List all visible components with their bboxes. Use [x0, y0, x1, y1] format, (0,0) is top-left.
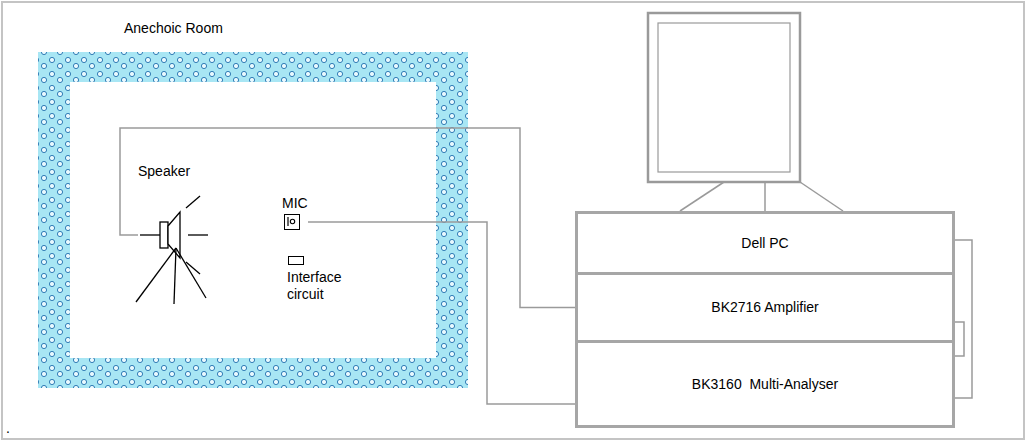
stray-mark: . [6, 420, 10, 437]
microphone-symbol [284, 214, 300, 230]
signal-cable [120, 128, 575, 308]
speaker: Speaker [138, 163, 210, 295]
node-label: BK3160 Multi-Analyser [692, 376, 838, 393]
side-bracket [955, 322, 964, 356]
signal-cable [308, 222, 575, 404]
amplifier-box: BK2716 Amplifier [575, 272, 955, 343]
analyser-box: BK3160 Multi-Analyser [575, 340, 955, 428]
node-label: BK2716 Amplifier [711, 299, 818, 316]
anechoic-room: Anechoic RoomSpeakerMIC Interface circuit [38, 20, 468, 388]
pc-box: Dell PC [575, 211, 955, 275]
interface-circuit: Interface circuit [287, 256, 355, 303]
signal-cable [955, 240, 972, 398]
anechoic-walls [38, 52, 468, 388]
circuit-board [288, 256, 304, 265]
microphone: MIC [282, 195, 308, 230]
node-label: Interface circuit [287, 269, 355, 303]
node-label: MIC [282, 195, 308, 212]
speaker-symbol [136, 196, 208, 304]
node-label: Dell PC [741, 235, 788, 252]
room-title: Anechoic Room [38, 20, 223, 37]
monitor [648, 13, 843, 211]
node-label: Speaker [138, 163, 190, 180]
